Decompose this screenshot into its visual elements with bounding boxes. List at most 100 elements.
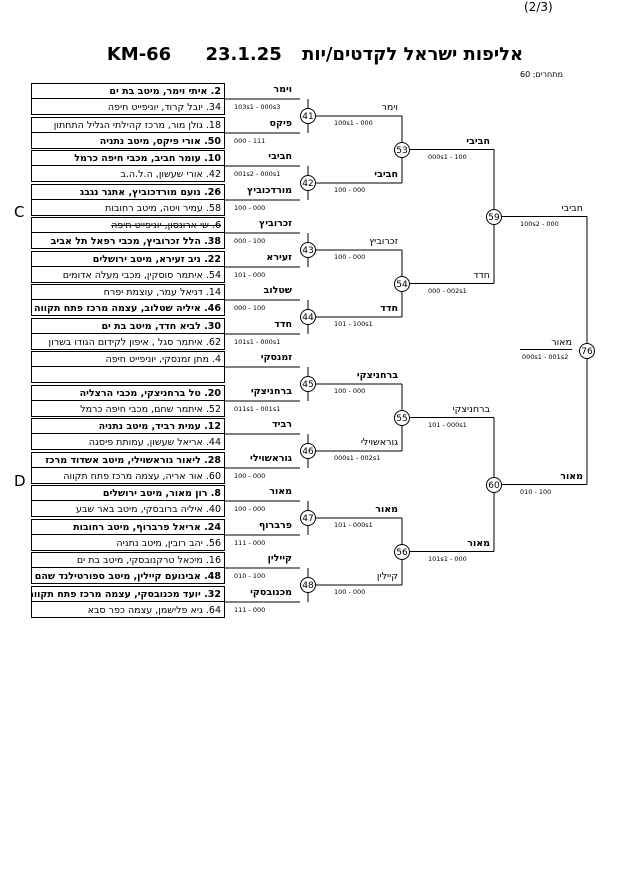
advancing-competitor: חדד: [380, 303, 398, 314]
match-node: 45: [300, 376, 316, 392]
competitor-bottom: 42. אורי שעשון, ה.ל.ה.ב: [120, 169, 221, 180]
match-box: 2. איתי וימר, מיטב בת ים 34. יובל קרוד, י…: [31, 83, 225, 115]
match-node: 59: [486, 208, 502, 225]
match-score: 100 - 000: [334, 253, 366, 261]
round1-winner: זעירא: [266, 252, 292, 263]
match-box: 6. שי ארונסון, יוניפייט חיפה 38. הלל זכרו…: [31, 217, 225, 249]
advancing-competitor: חביבי: [374, 169, 398, 180]
match-score: 100 - 000: [334, 588, 366, 596]
match-box: 28. ליאור גוראשוילי, מיטב אשדוד מרכז 60. …: [31, 452, 225, 484]
round1-winner: גוראשוילי: [250, 453, 292, 464]
competitor-bottom: 48. אבינועם קיילין, מיטב ספורטילנד שהם: [34, 571, 221, 582]
round1-winner: מורדכוביץ: [247, 185, 292, 196]
page-number: (2/3): [524, 0, 553, 14]
tournament-name: אליפות ישראל לקדטים/יות: [302, 44, 524, 65]
final-node: 76: [579, 342, 595, 359]
match-box: 12. עמית רביד, מיטב נתניה 44. אריאל שעשון…: [31, 418, 225, 450]
match-score: 100s2 - 000: [520, 219, 559, 228]
competitor-top: 22. ניב זעירא, מיטב ירושלים: [32, 252, 224, 267]
match-box: 10. עומר חביב, מכבי חיפה כרמל 42. אורי שע…: [31, 150, 225, 182]
match-node: 48: [300, 577, 316, 593]
match-score: 010 - 100: [520, 487, 552, 496]
match-score: 101 - 000s1: [334, 521, 373, 529]
competitor-bottom: 38. הלל זכרוביץ, מכבי רפאל תל אביב: [50, 236, 221, 247]
match-node: 55: [394, 409, 410, 426]
competitor-bottom: 58. עמיר ויטה, מיטב רחובות: [105, 203, 221, 214]
competitor-top: 2. איתי וימר, מיטב בת ים: [32, 84, 224, 99]
match-node: 42: [300, 175, 316, 191]
competitor-bottom: 40. איליה ברובסקי, מיטב באר שבע: [75, 504, 221, 515]
competitor-top: 6. שי ארונסון, יוניפייט חיפה: [32, 218, 224, 233]
round1-score: 101 - 000: [234, 271, 266, 279]
round1-winner: רביד: [272, 419, 292, 430]
match-box: 24. אריאל פרברוף, מיטב רחובות 56. יהב רוב…: [31, 519, 225, 551]
round1-score: 000 - 100: [234, 304, 266, 312]
match-score: 101 - 000s1: [428, 420, 467, 429]
final-winner: מאור: [551, 336, 572, 348]
round1-winner: זכרוביץ: [258, 218, 292, 229]
round1-score: 103s1 - 000s3: [234, 103, 281, 111]
round1-score: 100 - 000: [234, 204, 266, 212]
competitor-bottom: 60. אור אריה, עצמה מרכז פתח תקווה: [63, 471, 221, 482]
advancing-competitor: זכרוביץ: [368, 236, 398, 247]
round1-winner: שטלוב: [263, 285, 292, 296]
round1-score: 101s1 - 000s1: [234, 338, 281, 346]
advancing-competitor: מאור: [560, 470, 583, 482]
match-score: 100 - 000: [334, 387, 366, 395]
round1-score: 100 - 000: [234, 472, 266, 480]
match-score: 101s1 - 000: [428, 554, 467, 563]
participants-count: מתחרים: 60: [520, 70, 563, 79]
match-node: 41: [300, 108, 316, 124]
pool-label-d: D: [14, 472, 26, 490]
match-node: 56: [394, 543, 410, 560]
advancing-competitor: וימר: [381, 102, 398, 113]
round1-winner: ברחניצקי: [250, 386, 292, 397]
advancing-competitor: גוראשוילי: [360, 437, 398, 448]
match-node: 44: [300, 309, 316, 325]
round1-score: 011s1 - 001s1: [234, 405, 281, 413]
competitor-top: 12. עמית רביד, מיטב נתניה: [32, 419, 224, 434]
round1-score: 001s2 - 000s1: [234, 170, 281, 178]
competitor-top: 20. טל ברחניצקי, מכבי הרצליה: [32, 386, 224, 401]
competitor-bottom: 46. איליה שטלוב, עצמה מרכז פתח תקווה: [33, 303, 221, 314]
match-node: 53: [394, 141, 410, 158]
competitor-bottom: 56. יהב רובין, מיטב נתניה: [116, 538, 221, 549]
advancing-competitor: ברחניצקי: [452, 403, 491, 415]
competitor-top: 28. ליאור גוראשוילי, מיטב אשדוד מרכז: [32, 453, 224, 468]
match-score: 000s1 - 002s1: [334, 454, 381, 462]
competitor-top: 18. גולן מור, מרכז קהילתי הגליל התחתון: [32, 118, 224, 133]
match-score: 000s1 - 100: [428, 152, 467, 161]
match-box: 22. ניב זעירא, מיטב ירושלים 54. איתמר סוס…: [31, 251, 225, 283]
competitor-top: 10. עומר חביב, מכבי חיפה כרמל: [32, 151, 224, 166]
advancing-competitor: חביבי: [466, 135, 490, 147]
competitor-top: 24. אריאל פרברוף, מיטב רחובות: [32, 520, 224, 535]
round1-winner: חביבי: [268, 151, 292, 162]
advancing-competitor: ברחניצקי: [356, 370, 398, 381]
competitor-top: 8. רון מאור, מיטב ירושלים: [32, 486, 224, 501]
round1-winner: וימר: [273, 84, 292, 95]
advancing-competitor: קיילין: [376, 571, 398, 582]
match-score: 100s1 - 000: [334, 119, 373, 127]
match-node: 47: [300, 510, 316, 526]
competitor-bottom: 44. אריאל שעשון, עמותת פיסגה: [88, 437, 221, 448]
pool-label-c: C: [14, 203, 25, 221]
match-box: 8. רון מאור, מיטב ירושלים 40. איליה ברובס…: [31, 485, 225, 517]
round1-score: 000 - 100: [234, 237, 266, 245]
match-node: 54: [394, 275, 410, 292]
advancing-competitor: חביבי: [561, 202, 583, 214]
final-score: 000s1 - 001s2: [522, 352, 569, 361]
advancing-competitor: מאור: [467, 537, 490, 549]
match-box: 26. נועם מורדכוביץ, אתגר נגבג 58. עמיר וי…: [31, 184, 225, 216]
competitor-top: 26. נועם מורדכוביץ, אתגר נגבג: [32, 185, 224, 200]
advancing-competitor: מאור: [375, 504, 398, 515]
competitor-top: 4. מתן זמנסקי, יוניפייט חיפה: [32, 352, 224, 367]
competitor-bottom: 34. יובל קרוד, יוניפייט חיפה: [107, 102, 221, 113]
round1-score: 111 - 000: [234, 539, 266, 547]
competitor-top: 32. יועד מכנובסקי, עצמה מרכז פתח תקווה: [32, 587, 224, 602]
competitor-bottom: 54. איתמר סוסקין, מכבי מעלה אדומים: [62, 270, 221, 281]
